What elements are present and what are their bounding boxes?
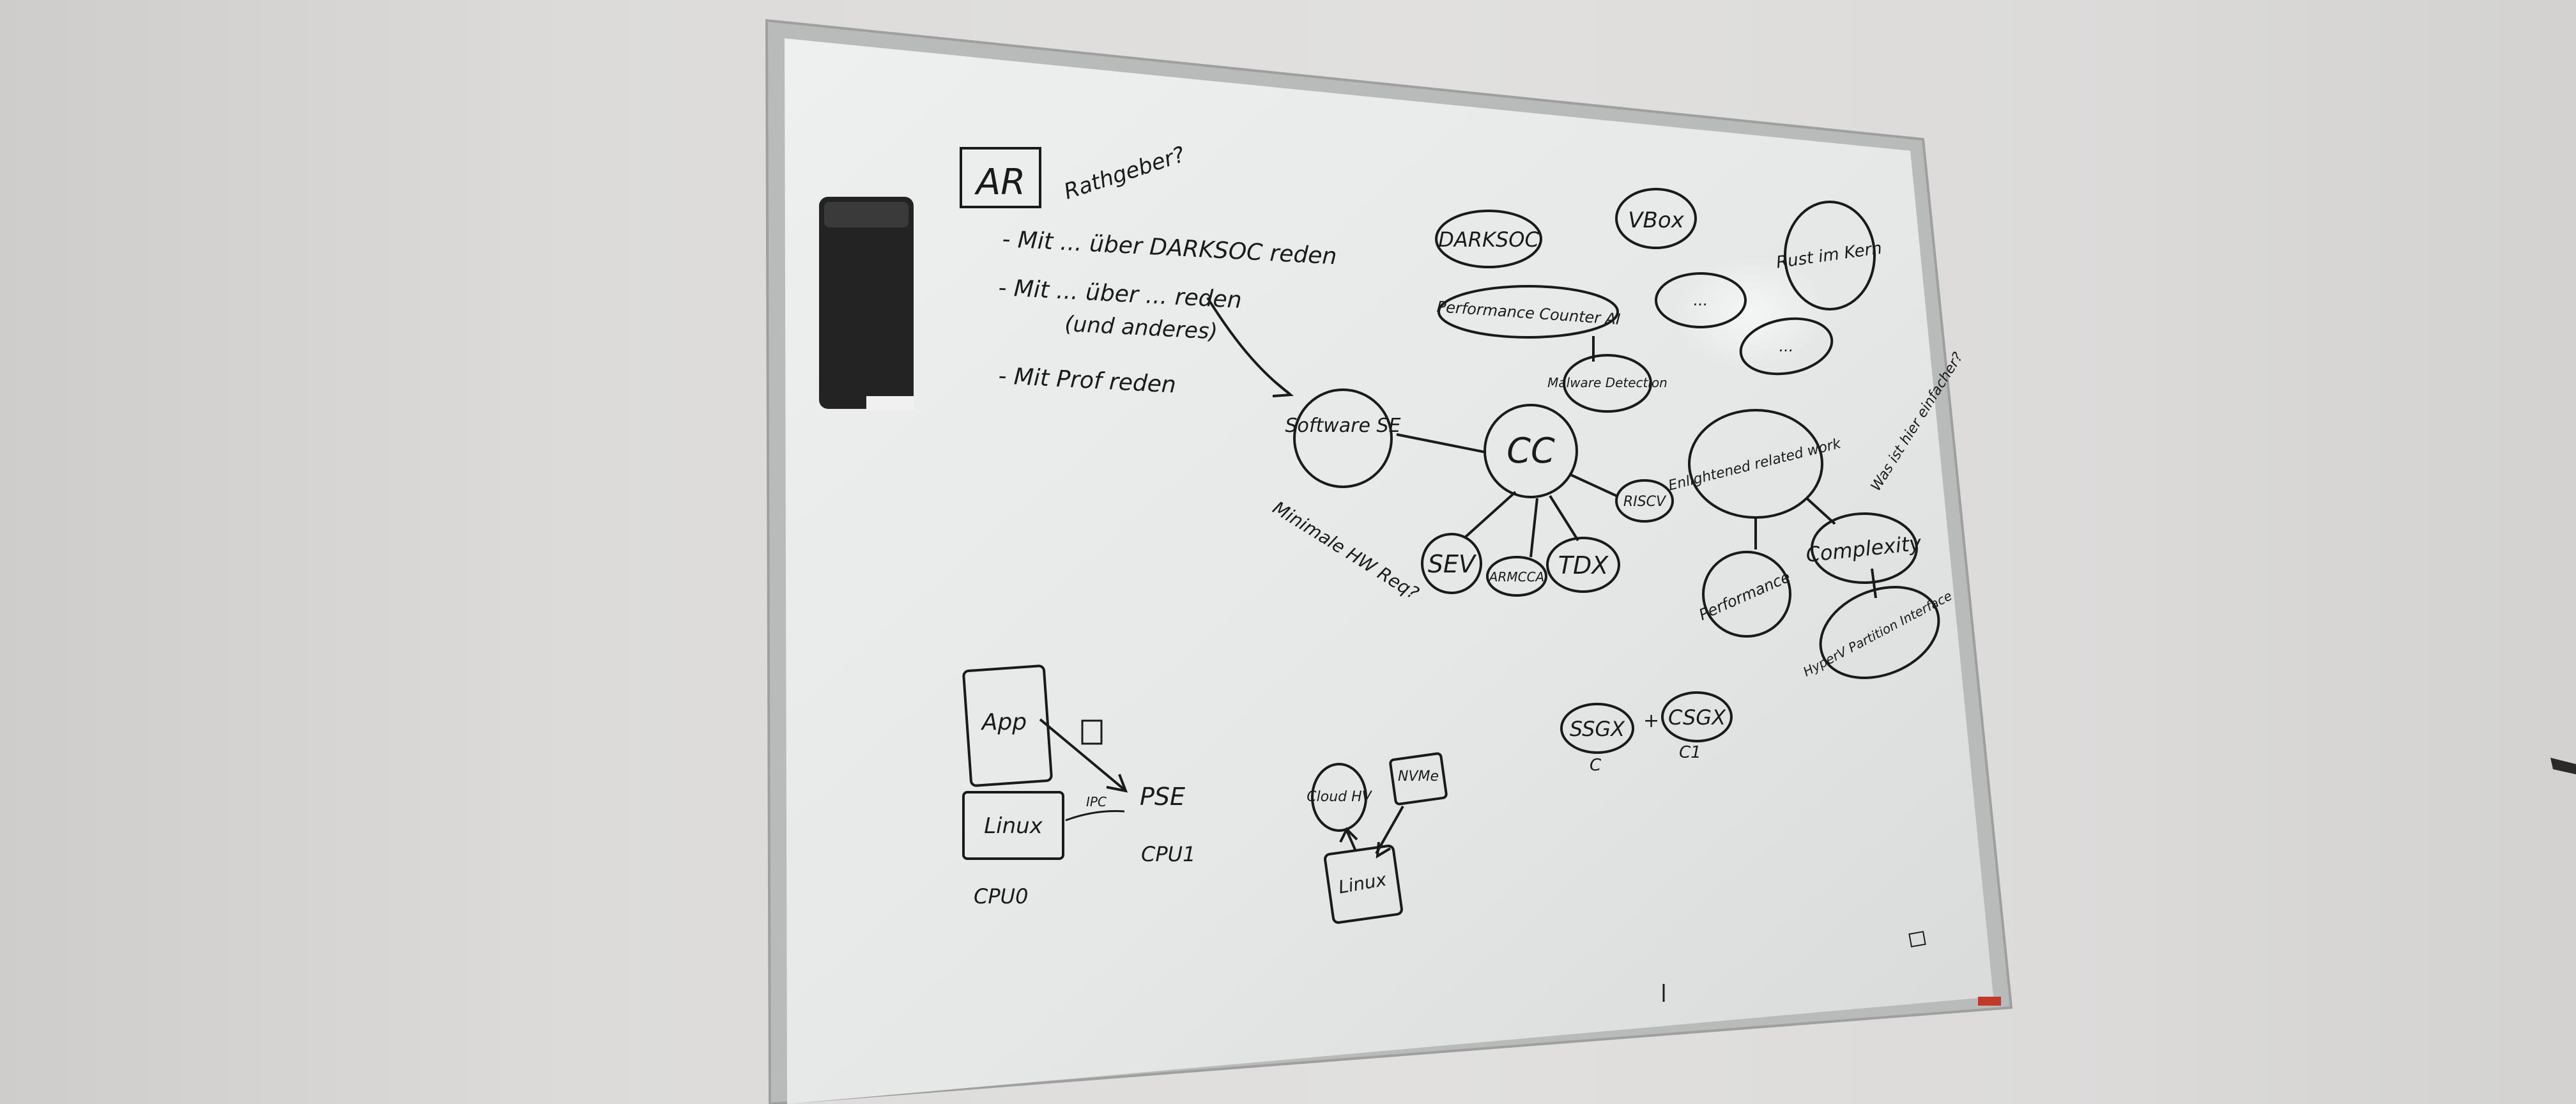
node-armcca-label: ARMCCA — [1488, 569, 1544, 585]
cpu0-label: CPU0 — [974, 884, 1028, 908]
node-unreadable-label: ... — [1694, 291, 1708, 309]
node-performance — [1702, 551, 1791, 638]
node-tdx-label: TDX — [1558, 551, 1609, 579]
node-unreadable — [1739, 317, 1834, 376]
small-mark — [1908, 931, 1926, 947]
nvme-arrow — [1375, 806, 1404, 854]
node-unreadable — [1655, 272, 1747, 328]
box-nvme-label: NVMe — [1398, 769, 1439, 785]
node-hyperv — [1819, 586, 1940, 679]
node-sev — [1421, 533, 1482, 594]
node-cloud-hv — [1311, 763, 1367, 832]
eraser — [819, 197, 914, 410]
node-enlightened — [1688, 409, 1823, 519]
ar-box — [960, 147, 1041, 208]
node-cc — [1483, 404, 1578, 498]
node-vbox-label: VBox — [1628, 208, 1684, 233]
node-csgx-label: CSGX — [1668, 705, 1726, 730]
node-malware-detection-label: Malware Detection — [1547, 375, 1667, 390]
glare-reflection — [1674, 256, 1827, 371]
pse-label: PSE — [1140, 783, 1185, 811]
node-darksoc — [1435, 210, 1542, 268]
cloud-arrowhead — [1339, 827, 1358, 843]
node-software-se — [1293, 388, 1393, 488]
node-ssgx-label: SSGX — [1570, 717, 1625, 741]
node-rust-im-kern — [1784, 201, 1876, 310]
app-pse-arrowhead — [1106, 774, 1128, 793]
ipc-arrow — [1065, 810, 1125, 822]
node-complexity — [1811, 512, 1918, 584]
nvme-arrowhead — [1376, 841, 1392, 859]
box-app — [962, 664, 1053, 787]
node-cloud-hv-label: Cloud HV — [1307, 789, 1372, 805]
node-sev-label: SEV — [1428, 550, 1477, 578]
node-riscv-label: RISCV — [1623, 494, 1667, 510]
node-software-se-label: Software SE — [1285, 415, 1401, 437]
node-unreadable-label: ... — [1779, 337, 1794, 355]
box-nvme — [1389, 752, 1448, 806]
box-linux-2 — [1324, 845, 1403, 924]
node-cc-label: CC — [1506, 431, 1555, 471]
box-app-label: App — [981, 709, 1027, 735]
small-square — [1081, 719, 1103, 745]
box-linux-label: Linux — [984, 813, 1043, 839]
node-riscv — [1615, 479, 1674, 523]
csgx-sub: C1 — [1679, 743, 1701, 762]
arrow-head — [1272, 381, 1294, 397]
box-linux — [962, 791, 1064, 860]
node-darksoc-label: DARKSOC — [1438, 227, 1539, 252]
marker-cap — [1978, 997, 2001, 1006]
node-armcca — [1486, 556, 1547, 597]
ssgx-sub: C — [1590, 756, 1602, 775]
app-pse-arrow — [1039, 718, 1126, 791]
node-performance-counter-ai — [1438, 285, 1619, 339]
ar-label: AR — [974, 162, 1025, 203]
node-ssgx — [1560, 703, 1634, 754]
node-tdx — [1546, 537, 1620, 593]
node-csgx — [1661, 691, 1733, 742]
cloud-arrow — [1346, 830, 1357, 852]
node-vbox — [1615, 188, 1697, 249]
node-malware-detection — [1563, 354, 1652, 413]
sgx-plus: + — [1643, 710, 1659, 732]
ipc-label: IPC — [1086, 794, 1107, 809]
cpu1-label: CPU1 — [1141, 842, 1195, 866]
object-right-edge — [2550, 758, 2576, 774]
